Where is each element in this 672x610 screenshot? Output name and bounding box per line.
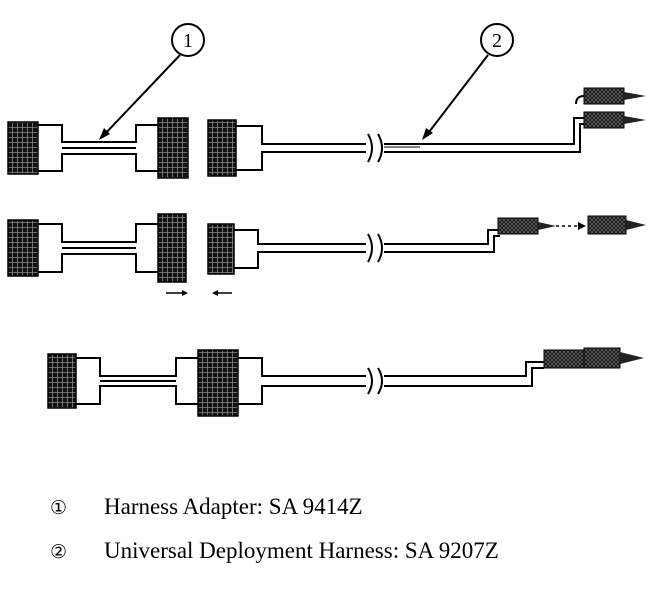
harness-connection-diagram: 1 2 — [7, 23, 646, 417]
cable-break-symbol — [367, 133, 383, 163]
legend-text: Universal Deployment Harness: SA 9207Z — [104, 538, 499, 563]
callout-2-leader — [425, 54, 489, 137]
row-2-aligning — [7, 213, 646, 296]
legend-text: Harness Adapter: SA 9414Z — [104, 494, 363, 519]
callout-2: 2 — [422, 23, 514, 140]
callout-1-arrowhead — [99, 128, 110, 140]
harness-adapter — [7, 117, 189, 179]
deployment-harness-row-2 — [207, 215, 646, 275]
insert-arrow-icon — [578, 222, 586, 230]
legend-item-harness-adapter: ① Harness Adapter: SA 9414Z — [50, 494, 363, 520]
legend-symbol: ① — [50, 497, 68, 519]
callout-1-label: 1 — [183, 30, 193, 52]
callout-1-leader — [102, 54, 181, 137]
harness-adapter-row-2 — [7, 213, 187, 283]
harness-adapter-row-3 — [47, 349, 239, 417]
callout-2-label: 2 — [492, 30, 502, 52]
push-arrows — [166, 290, 232, 296]
arrow-left-icon — [212, 290, 218, 296]
row-3-connected — [47, 347, 644, 417]
deployment-harness — [207, 87, 646, 177]
legend-symbol: ② — [50, 541, 68, 563]
callout-2-arrowhead — [422, 128, 433, 140]
row-1-disconnected — [7, 87, 646, 179]
callout-1: 1 — [99, 23, 205, 140]
arrow-right-icon — [182, 290, 188, 296]
legend-item-deployment-harness: ② Universal Deployment Harness: SA 9207Z — [50, 538, 499, 564]
deployment-harness-row-3 — [238, 347, 644, 405]
